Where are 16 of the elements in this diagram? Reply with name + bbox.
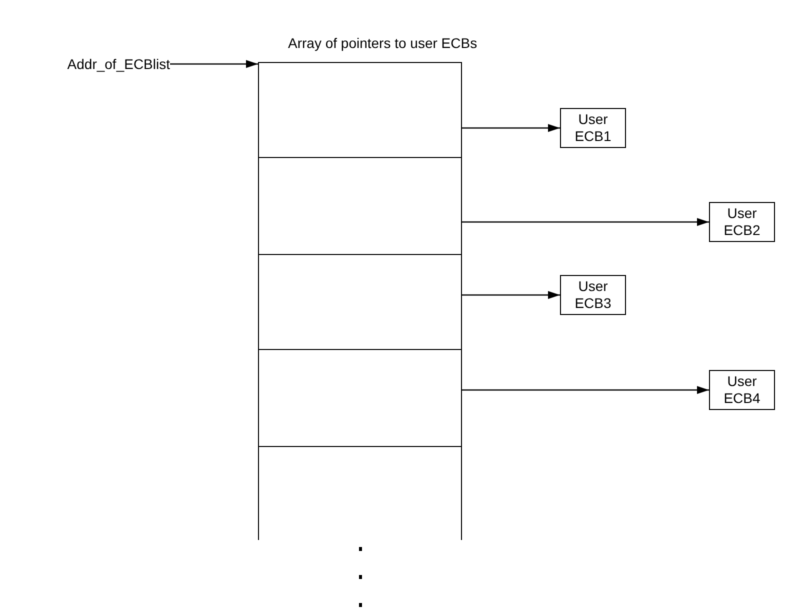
ecb-box xyxy=(709,370,775,410)
arrow xyxy=(170,60,258,68)
arrow xyxy=(462,124,560,132)
node-text: User ECB2 xyxy=(722,205,762,239)
ecb-box xyxy=(560,275,626,315)
node-text: User ECB1 xyxy=(574,111,612,145)
arrow xyxy=(462,386,709,394)
ecb-box xyxy=(560,108,626,148)
diagram-title: Array of pointers to user ECBs xyxy=(288,34,478,53)
ecb-box xyxy=(709,202,775,242)
array-column xyxy=(258,62,462,540)
arrow xyxy=(462,218,709,226)
node-text: Addr_of_ECBlist xyxy=(67,56,170,72)
arrow xyxy=(462,291,560,299)
node-text: User ECB4 xyxy=(722,373,762,407)
node-text: User ECB3 xyxy=(574,278,612,312)
